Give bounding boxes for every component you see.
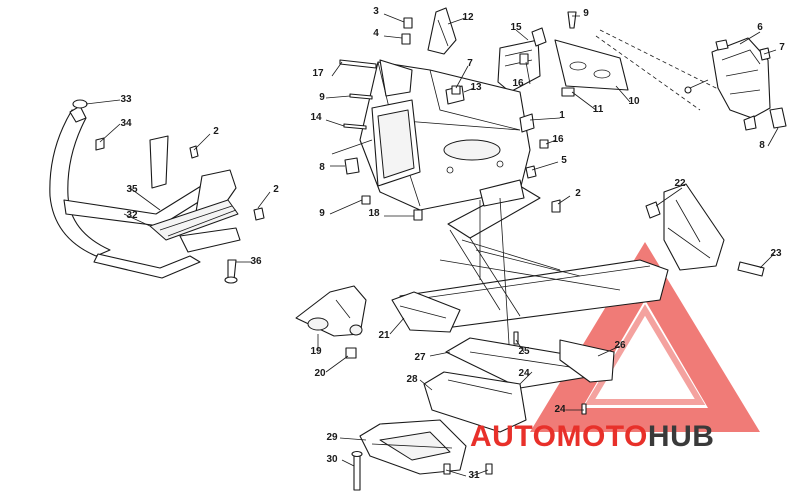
front-frame-assembly [359, 59, 535, 211]
hanger-bracket-22 [645, 183, 765, 277]
callout-34: 34 [120, 118, 132, 129]
skid-plate-26 [559, 339, 615, 383]
callout-6: 6 [757, 22, 763, 33]
lower-guard-29 [359, 419, 467, 475]
callout-24: 24 [554, 404, 566, 415]
callout-28: 28 [406, 374, 418, 385]
mounting-bracket-assembly [595, 29, 787, 131]
callout-9: 9 [583, 8, 589, 19]
watermark-logo [530, 242, 760, 432]
bushing-8b [769, 107, 787, 129]
nut-20 [345, 347, 357, 359]
callout-9: 9 [319, 92, 325, 103]
callout-21: 21 [378, 330, 390, 341]
callout-13: 13 [470, 82, 482, 93]
callout-8: 8 [759, 140, 765, 151]
bushing-8a [344, 157, 360, 175]
callout-18: 18 [368, 208, 380, 219]
front-bumper-assembly [49, 99, 265, 284]
callout-24: 24 [518, 368, 530, 379]
callout-10: 10 [628, 96, 640, 107]
bolt-30 [351, 450, 363, 491]
callout-11: 11 [593, 104, 604, 115]
callout-5: 5 [561, 155, 567, 166]
callout-23: 23 [770, 248, 782, 259]
clip-11 [561, 87, 575, 97]
callout-3: 3 [373, 6, 379, 17]
callout-leaders [85, 13, 779, 477]
callout-16: 16 [512, 78, 524, 89]
callout-1: 1 [559, 110, 565, 121]
callout-32: 32 [126, 210, 138, 221]
brand-part-auto: AUTO [470, 420, 556, 453]
callout-27: 27 [414, 352, 426, 363]
callout-12: 12 [462, 12, 474, 23]
callout-8: 8 [319, 162, 325, 173]
watermark-text: AUTOMOTOHUB [470, 420, 714, 453]
callout-7: 7 [779, 42, 785, 53]
callout-7: 7 [467, 58, 473, 69]
callout-2: 2 [575, 188, 581, 199]
brand-part-moto: MOTO [556, 420, 647, 453]
callout-31: 31 [468, 470, 480, 481]
callout-9: 9 [319, 208, 325, 219]
mount-19 [295, 285, 367, 359]
callout-20: 20 [314, 368, 326, 379]
lower-frame-rail [399, 179, 669, 361]
brand-wordmark: AUTOMOTOHUB [470, 420, 714, 453]
front-plate-10 [554, 39, 629, 97]
callout-15: 15 [510, 22, 522, 33]
callout-22: 22 [674, 178, 686, 189]
callout-19: 19 [310, 346, 322, 357]
callout-16: 16 [552, 134, 564, 145]
callout-14: 14 [310, 112, 322, 123]
bracket-12 [427, 7, 457, 55]
callout-36: 36 [250, 256, 262, 267]
callout-2: 2 [273, 184, 279, 195]
callout-26: 26 [614, 340, 626, 351]
callout-29: 29 [326, 432, 338, 443]
callout-17: 17 [312, 68, 324, 79]
callout-4: 4 [373, 28, 379, 39]
hardware-fasteners [339, 11, 771, 475]
callout-2: 2 [213, 126, 219, 137]
callout-30: 30 [326, 454, 338, 465]
skid-plate-28 [423, 371, 527, 433]
bracket-21 [391, 291, 461, 333]
brand-part-hub: HUB [648, 420, 715, 453]
cap-33 [72, 99, 88, 109]
callout-33: 33 [120, 94, 132, 105]
callout-35: 35 [126, 184, 138, 195]
callout-25: 25 [518, 346, 530, 357]
